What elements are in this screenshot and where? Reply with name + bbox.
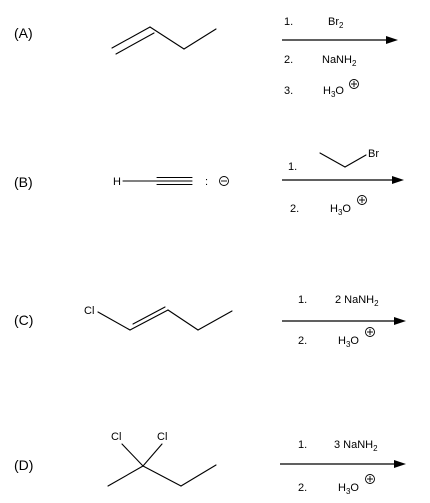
positive-charge-icon xyxy=(365,327,375,337)
chlorine-atom: Cl xyxy=(84,305,94,317)
reaction-arrow xyxy=(282,317,406,325)
reagent: 3 NaNH2 xyxy=(334,439,378,453)
step-number: 1. xyxy=(288,161,297,173)
step-number: 1. xyxy=(298,439,307,451)
reaction-c: (C) Cl 1. 2 NaNH2 2. H3O xyxy=(14,294,406,349)
lone-pair: : xyxy=(205,176,208,188)
bromine-atom: Br xyxy=(368,148,379,160)
positive-charge-icon xyxy=(357,195,367,205)
reagent: NaNH2 xyxy=(322,54,357,68)
positive-charge-icon xyxy=(365,474,375,484)
reaction-d: (D) Cl Cl 1. 3 NaNH2 2. H3O xyxy=(14,431,406,496)
chloropentene-structure: Cl xyxy=(84,305,233,331)
reaction-label: (D) xyxy=(14,457,33,473)
butene-structure xyxy=(111,26,217,55)
reaction-arrow xyxy=(282,176,404,184)
dichlorobutane-structure: Cl Cl xyxy=(107,431,217,487)
chlorine-atom: Cl xyxy=(111,431,121,443)
positive-charge-icon xyxy=(349,79,359,89)
step-number: 2. xyxy=(298,335,307,347)
step-number: 2. xyxy=(290,203,299,215)
reagent: H3O xyxy=(338,335,359,349)
step-number: 3. xyxy=(284,85,293,97)
reagent: H3O xyxy=(330,203,351,217)
hydrogen-atom: H xyxy=(113,176,121,188)
step-number: 2. xyxy=(284,54,293,66)
reagent: H3O xyxy=(338,482,359,496)
ethyl-bromide-structure: Br xyxy=(319,148,379,168)
acetylide-structure: H : xyxy=(113,176,229,188)
chlorine-atom: Cl xyxy=(157,431,167,443)
reaction-arrow xyxy=(282,36,398,44)
reagent: 2 NaNH2 xyxy=(335,294,379,308)
step-number: 1. xyxy=(298,294,307,306)
step-number: 1. xyxy=(284,16,293,28)
reaction-label: (C) xyxy=(14,312,33,328)
reaction-b: (B) H : Br 1. 2. H3O xyxy=(14,148,404,217)
reaction-label: (B) xyxy=(14,174,33,190)
reagent: Br2 xyxy=(328,16,344,30)
negative-charge-icon xyxy=(219,176,229,186)
reaction-label: (A) xyxy=(14,25,33,41)
reaction-arrow xyxy=(280,460,406,468)
step-number: 2. xyxy=(298,482,307,494)
reaction-a: (A) 1. Br2 2. NaNH2 3. H3O xyxy=(14,16,398,99)
reagent: H3O xyxy=(323,85,344,99)
